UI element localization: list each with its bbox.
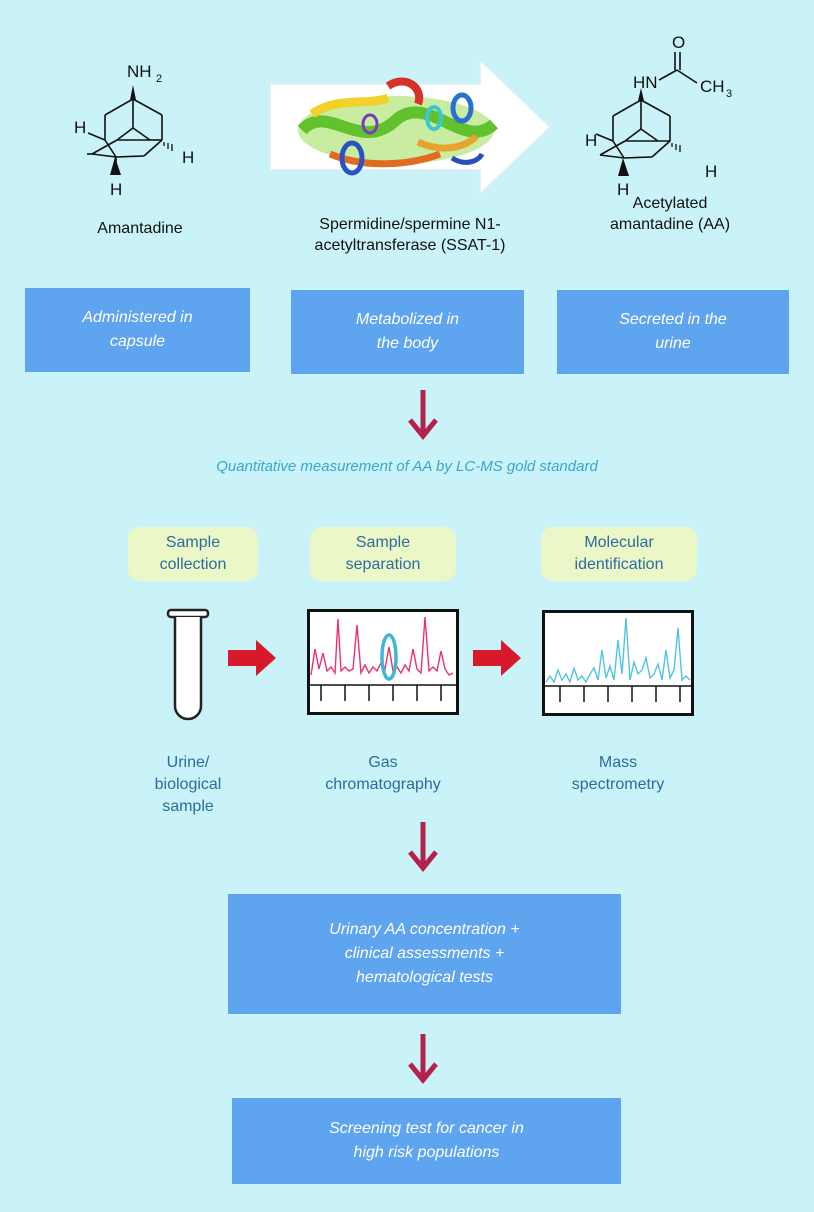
acetylated-amantadine-label: Acetylated amantadine (AA) (609, 195, 731, 233)
gas-chromatogram-image (307, 609, 459, 715)
secreted-box: Secreted in the urine (557, 290, 789, 374)
molecular-identification-pill: Molecular identification (541, 527, 697, 581)
amantadine-label: Amantadine (97, 220, 183, 237)
down-arrow-icon (408, 1034, 438, 1084)
amantadine-structure: NH 2 H H H (74, 62, 194, 199)
right-arrow-icon (473, 640, 521, 676)
amantadine-nh2-label: NH (127, 62, 152, 81)
mass-spectrometry-label: Mass spectrometry (571, 754, 665, 793)
sample-separation-pill: Sample separation (310, 527, 456, 581)
aa-h-right: H (705, 162, 717, 181)
sample-collection-pill: Sample collection (128, 527, 258, 581)
administered-box: Administered in capsule (25, 288, 250, 372)
gas-chromatography-label: Gas chromatography (325, 754, 441, 793)
aa-ch3-label: CH (700, 77, 725, 96)
aa-hn-label: HN (633, 73, 658, 92)
urinary-aa-box: Urinary AA concentration + clinical asse… (228, 894, 621, 1014)
lcms-caption: Quantitative measurement of AA by LC-MS … (216, 458, 598, 475)
down-arrow-icon (408, 822, 438, 872)
screening-test-box: Screening test for cancer in high risk p… (232, 1098, 621, 1184)
aa-ch3-subscript: 3 (726, 88, 732, 100)
aa-h-left: H (585, 131, 597, 150)
mass-spectrum-image (542, 610, 694, 716)
protein-ribbon-image (297, 77, 499, 176)
amantadine-h-right: H (182, 148, 194, 167)
enzyme-label: Spermidine/spermine N1- acetyltransferas… (314, 216, 506, 254)
aa-oxygen-label: O (672, 33, 685, 52)
aa-h-bottom: H (617, 180, 629, 199)
enzyme-arrow (269, 58, 552, 196)
amantadine-nh2-subscript: 2 (156, 73, 162, 85)
urine-sample-label: Urine/ biological sample (154, 754, 222, 815)
amantadine-h-bottom: H (110, 180, 122, 199)
acetylated-amantadine-structure: O HN CH 3 H H H (585, 33, 732, 199)
right-arrow-icon (228, 640, 276, 676)
metabolized-box: Metabolized in the body (291, 290, 524, 374)
down-arrow-icon (408, 390, 438, 440)
test-tube-icon (166, 608, 210, 721)
amantadine-h-left: H (74, 118, 86, 137)
